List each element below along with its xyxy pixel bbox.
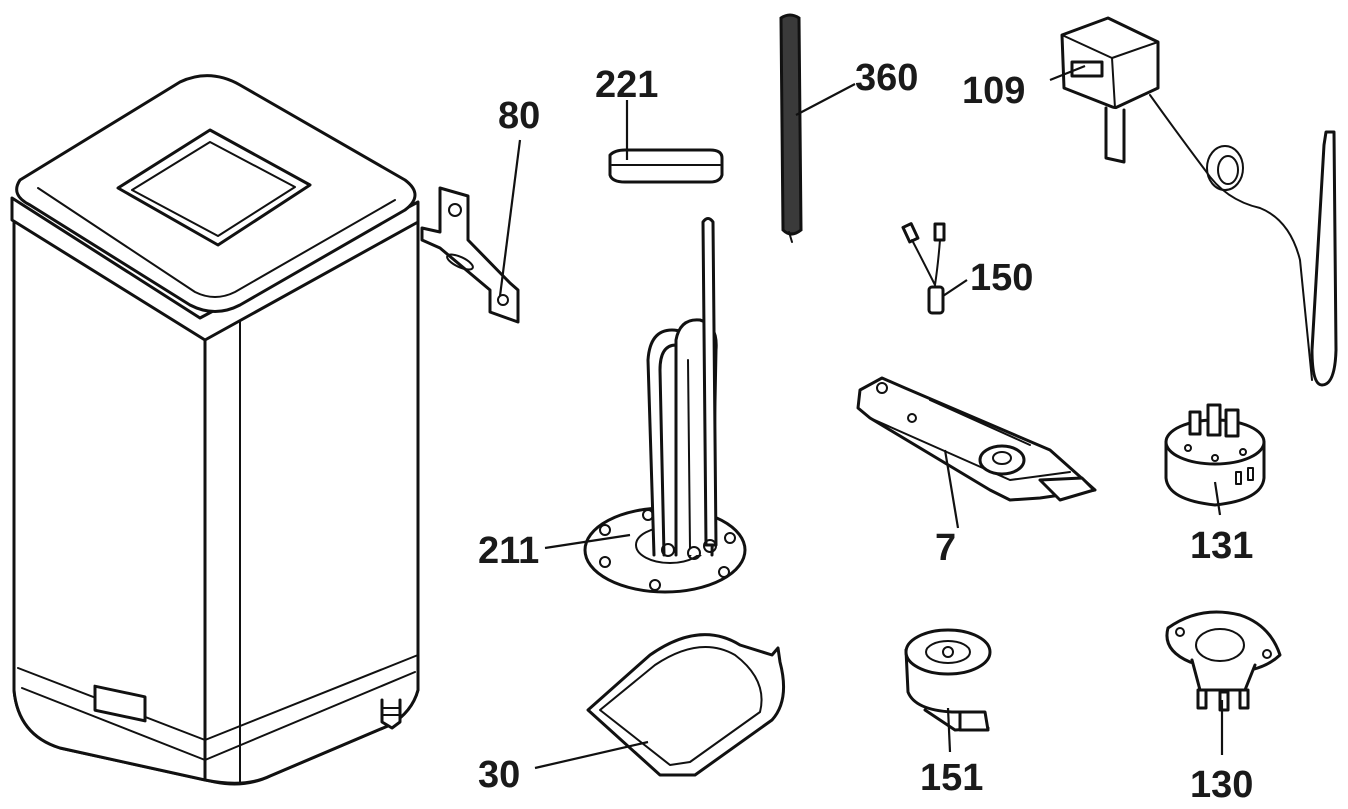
label-151: 151 <box>920 757 983 799</box>
label-130: 130 <box>1190 764 1253 806</box>
mounting-plate-part-7 <box>856 376 1097 529</box>
label-150: 150 <box>970 257 1033 299</box>
thermal-cutout-part-131 <box>1164 403 1266 516</box>
cap-part-151 <box>904 628 992 753</box>
label-109: 109 <box>962 70 1025 112</box>
gasket-part-221 <box>608 100 724 184</box>
label-30: 30 <box>478 754 520 796</box>
label-360: 360 <box>855 57 918 99</box>
label-131: 131 <box>1190 525 1253 567</box>
heating-element-part-211 <box>544 217 747 594</box>
label-221: 221 <box>595 64 658 106</box>
water-heater-tank <box>10 74 420 786</box>
gasket-part-30 <box>534 633 786 777</box>
anode-rod-part-360 <box>779 13 856 243</box>
sensor-part-130 <box>1165 610 1282 755</box>
thermostat-part-109 <box>1049 16 1338 387</box>
wire-lead-part-150 <box>901 222 968 315</box>
label-80: 80 <box>498 95 540 137</box>
bracket-part-80 <box>420 139 522 324</box>
label-7: 7 <box>935 527 956 569</box>
label-211: 211 <box>478 530 539 572</box>
